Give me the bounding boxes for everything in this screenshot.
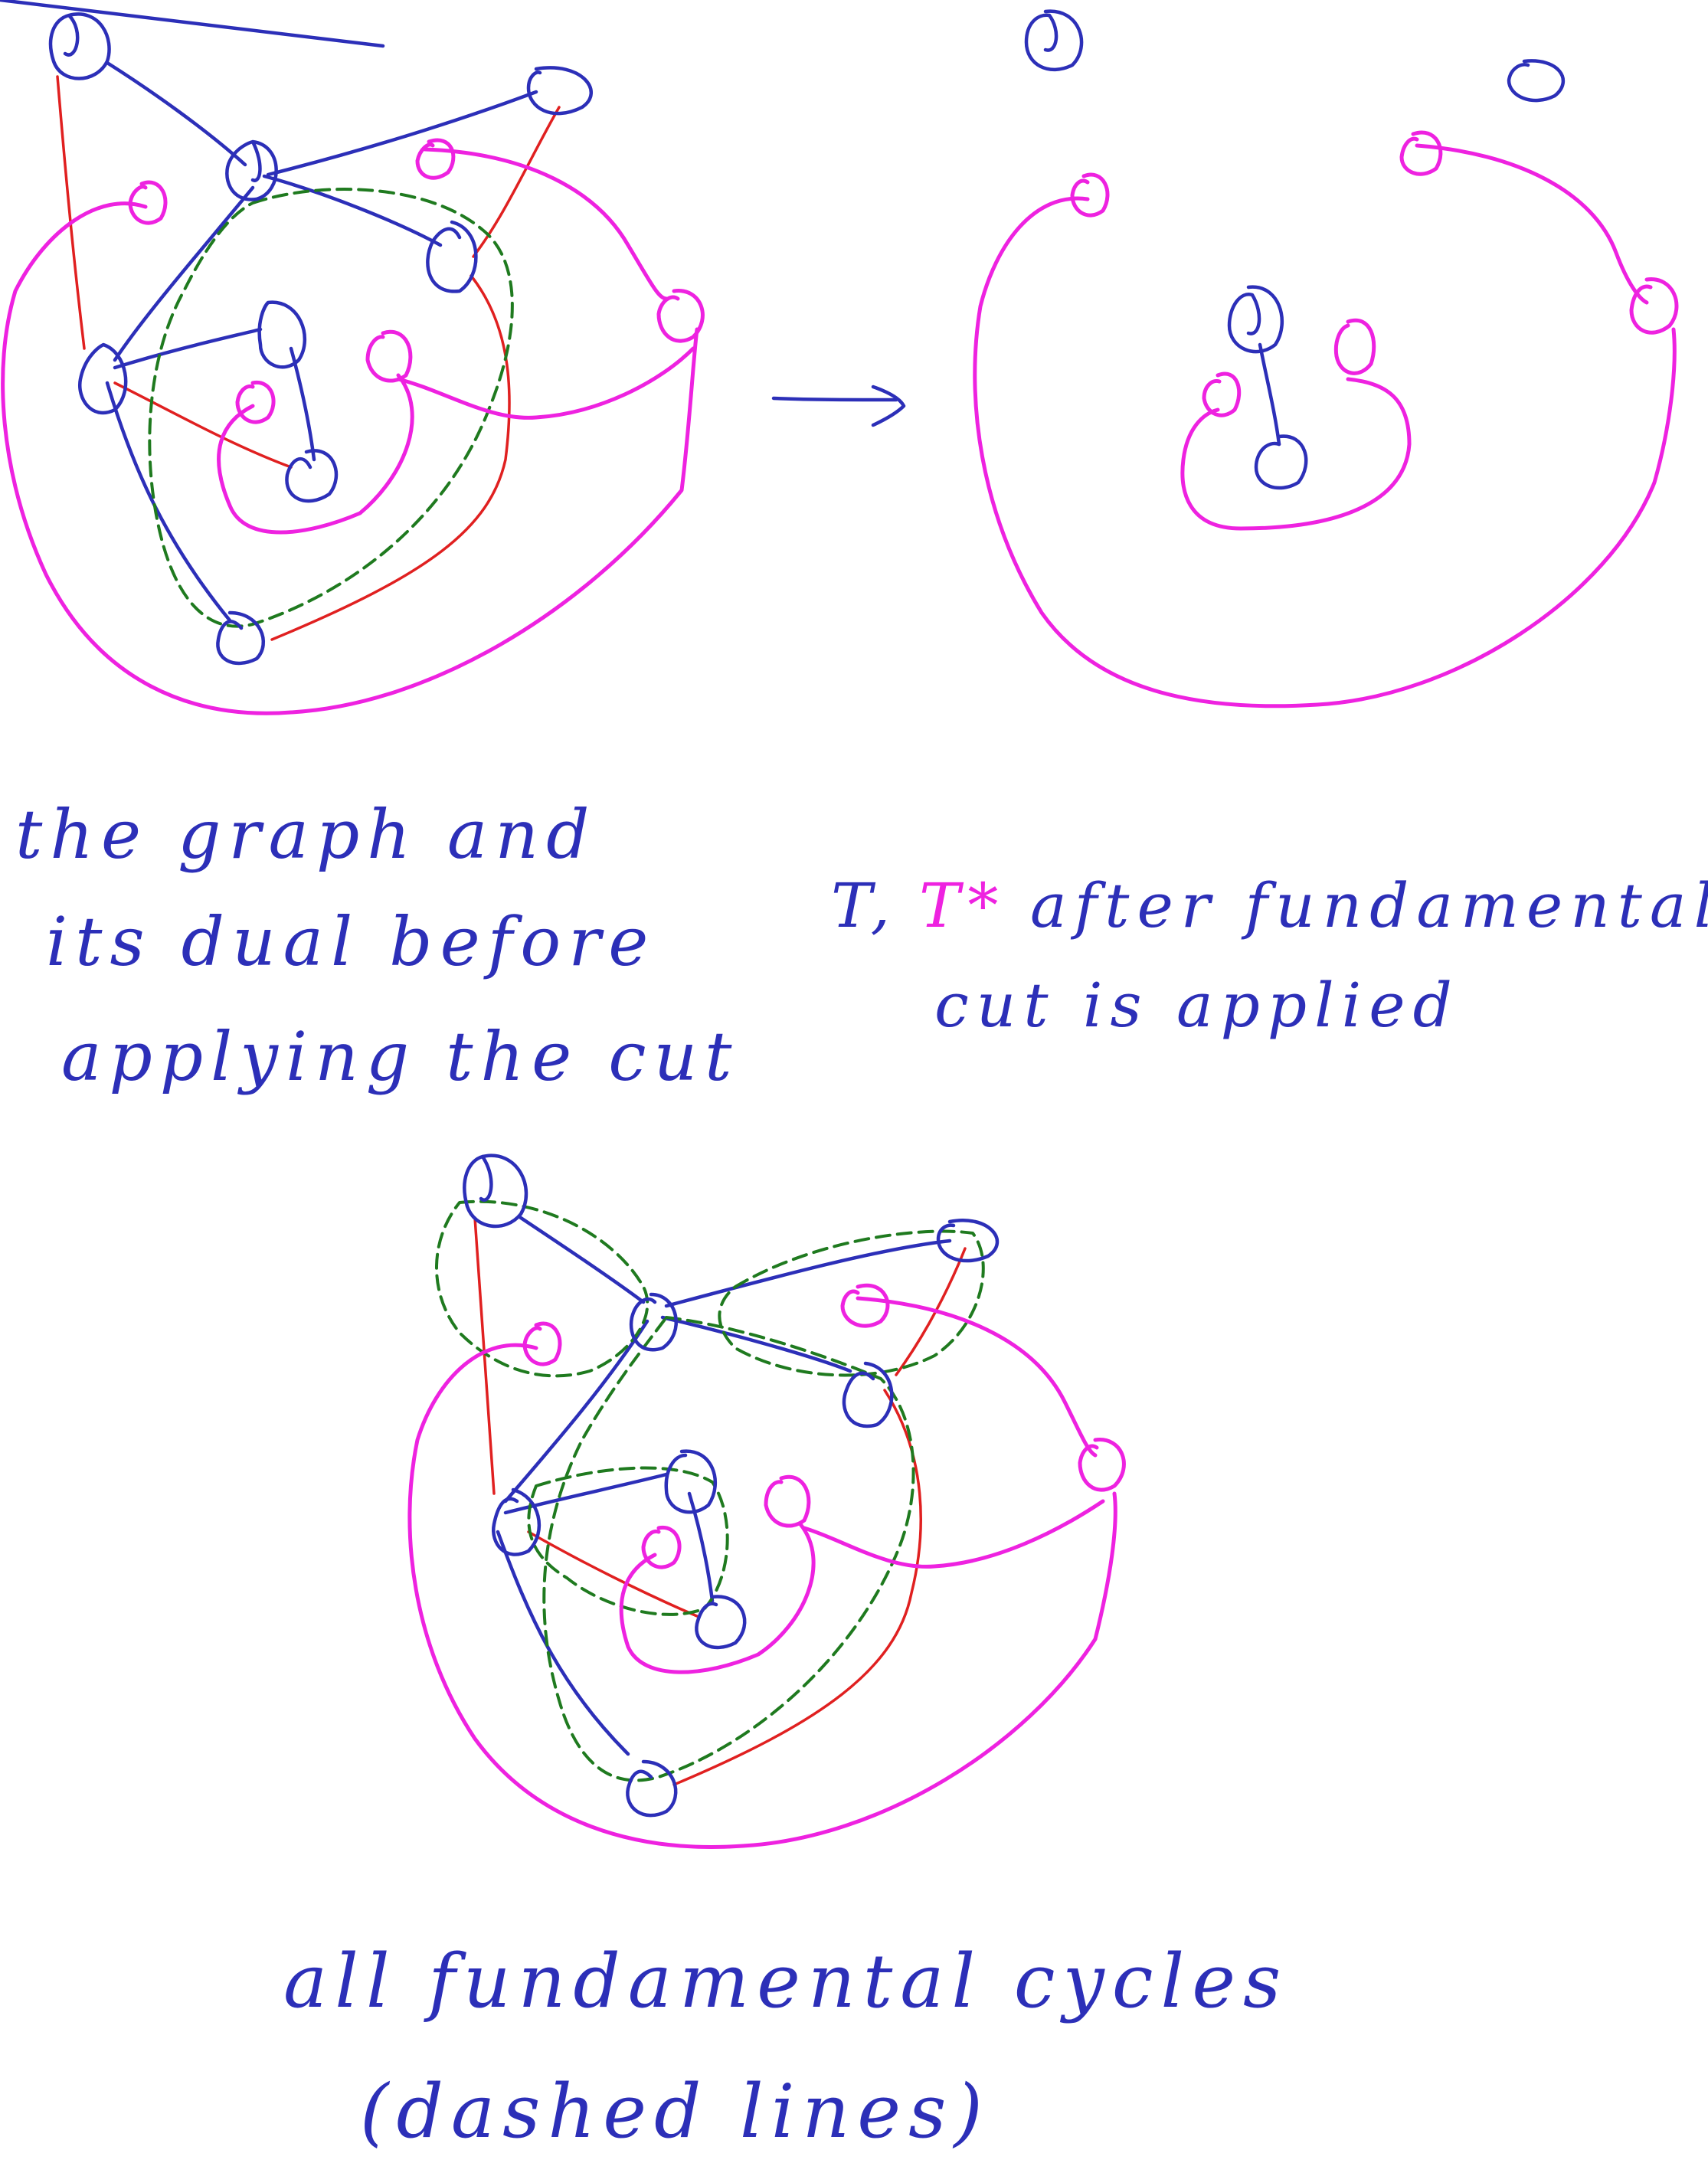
caption-left-line3: applying the cut (61, 1017, 740, 1096)
right-arrow-icon (771, 384, 906, 427)
caption-right-line1: after fundamental (1030, 870, 1708, 941)
dual-edges-bottom (407, 1296, 1117, 1849)
caption-bottom-line1: all fundamental cycles (283, 1939, 1288, 2024)
caption-right-t: T, (831, 870, 898, 941)
graph-vertices-after (1024, 9, 1566, 490)
panel-before-cut (0, 0, 705, 715)
tree-edges (56, 75, 561, 641)
graph-vertices-bottom (463, 1153, 1000, 1818)
dual-edges (1, 147, 699, 715)
caption-right: T, T* after fundamental cut is applied (831, 870, 1708, 1041)
tree-edges-bottom (473, 1216, 967, 1786)
caption-bottom: all fundamental cycles (dashed lines) (283, 1939, 1288, 2155)
graph-vertices (48, 12, 593, 666)
caption-right-t-star: T* (919, 870, 1006, 941)
panel-all-cycles (407, 1153, 1126, 1849)
panel-after-cut (973, 9, 1679, 708)
dual-vertices-bottom (522, 1283, 1126, 1569)
caption-left-line1: the graph and (15, 795, 597, 874)
caption-right-line2: cut is applied (934, 970, 1460, 1041)
dual-after (973, 130, 1679, 708)
fundamental-cycle-dashed (148, 188, 514, 628)
graph-edges-bottom (496, 1216, 952, 1756)
dual-vertices (128, 138, 705, 424)
caption-left-line2: its dual before (46, 902, 656, 981)
caption-bottom-line2: (dashed lines) (360, 2069, 990, 2155)
caption-left: the graph and its dual before applying t… (15, 795, 740, 1096)
